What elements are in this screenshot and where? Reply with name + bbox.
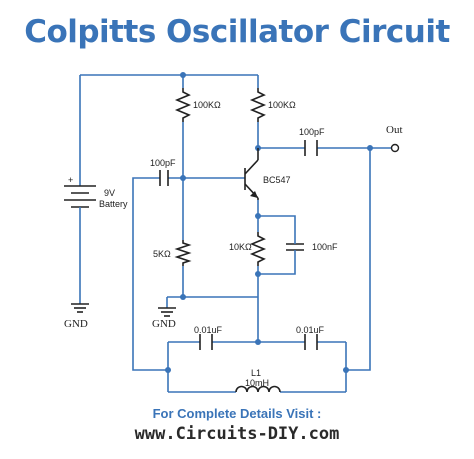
capacitor-c1 — [199, 334, 213, 350]
label-battery-voltage: 9V — [104, 188, 115, 198]
footer-visit-text: For Complete Details Visit : — [152, 406, 322, 421]
capacitor-cout — [304, 140, 318, 156]
wire-out-tank — [346, 148, 371, 371]
label-transistor: BC547 — [263, 175, 291, 185]
label-battery-name: Battery — [99, 199, 128, 209]
resistor-r3 — [174, 240, 192, 266]
resistor-r1 — [174, 88, 192, 122]
label-gnd-left: GND — [64, 318, 88, 330]
wire-emitter-ce — [258, 215, 296, 232]
wire-ce-bottom — [258, 256, 296, 275]
label-out: Out — [386, 124, 403, 136]
page-title: Colpitts Oscillator Circuit — [24, 14, 450, 50]
ground-icon — [71, 303, 89, 313]
junction-dot — [367, 145, 373, 151]
capacitor-c2 — [304, 334, 318, 350]
inductor-l1 — [235, 385, 281, 393]
battery-plus: + — [68, 175, 73, 185]
capacitor-cin — [159, 170, 169, 186]
label-c1: 0.01uF — [194, 325, 223, 335]
junction-dot — [180, 72, 186, 78]
wire-feedback-left — [132, 177, 168, 371]
label-c-e: 100nF — [312, 242, 338, 252]
transistor-bc547 — [244, 148, 259, 200]
junction-dot — [255, 271, 261, 277]
junction-dot — [165, 367, 171, 373]
label-c-out: 100pF — [299, 127, 325, 137]
junction-dot — [180, 294, 186, 300]
ground-icon — [158, 307, 176, 317]
label-l1-value: 10mH — [245, 378, 269, 388]
junction-dot — [343, 367, 349, 373]
output-terminal — [390, 143, 400, 153]
capacitor-ce — [286, 232, 304, 256]
label-r4: 10KΩ — [229, 242, 252, 252]
label-c-in: 100pF — [150, 158, 176, 168]
wires — [79, 74, 392, 393]
junction-dot — [255, 213, 261, 219]
label-gnd-mid: GND — [152, 318, 176, 330]
resistor-r2 — [249, 88, 267, 122]
junction-dot — [180, 175, 186, 181]
junction-dot — [255, 339, 261, 345]
label-r2: 100KΩ — [268, 100, 296, 110]
label-c2: 0.01uF — [296, 325, 325, 335]
footer-website: www.Circuits-DIY.com — [134, 424, 340, 444]
battery — [64, 185, 96, 214]
label-r3: 5KΩ — [153, 249, 171, 259]
label-l1-name: L1 — [251, 368, 261, 378]
label-r1: 100KΩ — [193, 100, 221, 110]
resistor-r4 — [249, 232, 267, 266]
